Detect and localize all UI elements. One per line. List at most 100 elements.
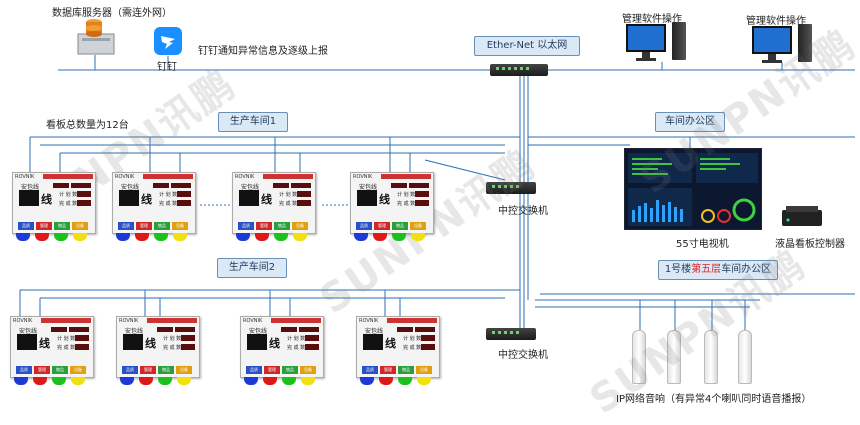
board-done-digits xyxy=(305,344,319,350)
board-line-char: 线 xyxy=(269,337,280,350)
board-button-1[interactable]: 品质 xyxy=(16,366,32,374)
board-line-char: 线 xyxy=(141,193,152,206)
board-button-1[interactable]: 品质 xyxy=(18,222,34,230)
board-button-4[interactable]: 设备 xyxy=(292,222,308,230)
dingtalk-note: 钉钉通知异常信息及逐级上报 xyxy=(198,46,328,57)
board-button-1[interactable]: 品质 xyxy=(362,366,378,374)
board-button-2[interactable]: 管理 xyxy=(34,366,50,374)
board-button-3[interactable]: 物品 xyxy=(392,222,408,230)
board-done-digits xyxy=(177,200,191,206)
board-line-name: 安包线 xyxy=(359,184,378,191)
board-line-name: 安包线 xyxy=(121,184,140,191)
board-button-3[interactable]: 物品 xyxy=(158,366,174,374)
board-line-char: 线 xyxy=(385,337,396,350)
board-button-3[interactable]: 物品 xyxy=(154,222,170,230)
board-button-3[interactable]: 物品 xyxy=(274,222,290,230)
andon-lamp-icon xyxy=(116,233,130,241)
core-switch-icon xyxy=(490,64,548,76)
board-brand: ROVNIK xyxy=(235,174,255,180)
workshop1-switch-icon xyxy=(486,182,536,194)
dingtalk-icon xyxy=(154,27,182,55)
mgmt-label-2: 管理软件操作 xyxy=(746,16,806,27)
board-digit-small xyxy=(171,183,191,188)
board-button-3[interactable]: 物品 xyxy=(52,366,68,374)
ethernet-label: Ether-Net 以太网 xyxy=(486,40,568,51)
board-button-3[interactable]: 物品 xyxy=(282,366,298,374)
board-digit-small xyxy=(273,183,289,188)
board-button-4[interactable]: 设备 xyxy=(416,366,432,374)
board-brand: ROVNIK xyxy=(359,318,379,324)
board-button-2[interactable]: 管理 xyxy=(36,222,52,230)
board-line-name: 安包线 xyxy=(19,328,38,335)
board-button-row: 品质管理物品设备 xyxy=(16,366,88,374)
andon-lamp-icon xyxy=(398,377,412,385)
board-button-3[interactable]: 物品 xyxy=(54,222,70,230)
andon-lamp-icon xyxy=(282,377,296,385)
board-button-4[interactable]: 设备 xyxy=(172,222,188,230)
dingtalk-label: 钉钉 xyxy=(157,62,177,73)
workshop2-label: 生产车间2 xyxy=(228,262,276,273)
board-done-digits xyxy=(415,200,429,206)
workshop1-switch-label: 中控交换机 xyxy=(498,206,548,217)
board-button-4[interactable]: 设备 xyxy=(410,222,426,230)
board-metric-done: 完 成 数 xyxy=(59,201,78,207)
board-button-1[interactable]: 品质 xyxy=(238,222,254,230)
board-count-label: 看板总数量为12台 xyxy=(46,120,129,131)
board-button-4[interactable]: 设备 xyxy=(176,366,192,374)
speaker-3-icon xyxy=(704,330,718,384)
board-digit-small xyxy=(51,327,67,332)
board-digit-small xyxy=(409,183,429,188)
board-button-4[interactable]: 设备 xyxy=(300,366,316,374)
board-plan-digits xyxy=(77,191,91,197)
board-header-strip xyxy=(41,318,91,323)
board-button-2[interactable]: 管理 xyxy=(380,366,396,374)
andon-lamp-icon xyxy=(360,377,374,385)
andon-lamp-icon xyxy=(73,233,87,241)
board-metric-plan: 计 划 数 xyxy=(403,336,422,342)
board-button-2[interactable]: 管理 xyxy=(136,222,152,230)
andon-lamp-icon xyxy=(354,233,368,241)
board-plan-digits xyxy=(177,191,191,197)
board-digit-small xyxy=(157,327,173,332)
andon-lamp-icon xyxy=(373,233,387,241)
workshop2-switch-label: 中控交换机 xyxy=(498,350,548,361)
andon-lamp-icon xyxy=(417,377,431,385)
board-header-strip xyxy=(43,174,93,179)
speaker-1-icon xyxy=(632,330,646,384)
board-header-strip xyxy=(143,174,193,179)
andon-lamp-icon xyxy=(173,233,187,241)
andon-lamp-icon xyxy=(379,377,393,385)
board-button-2[interactable]: 管理 xyxy=(256,222,272,230)
board-big-digit xyxy=(19,190,39,206)
board-button-2[interactable]: 管理 xyxy=(264,366,280,374)
board-metric-plan: 计 划 数 xyxy=(57,336,76,342)
board-plan-digits xyxy=(421,335,435,341)
board-metric-plan: 计 划 数 xyxy=(397,192,416,198)
board-big-digit xyxy=(357,190,377,206)
board-button-4[interactable]: 设备 xyxy=(70,366,86,374)
board-digit-small xyxy=(281,327,297,332)
board-button-1[interactable]: 品质 xyxy=(122,366,138,374)
board-button-2[interactable]: 管理 xyxy=(140,366,156,374)
board-button-3[interactable]: 物品 xyxy=(398,366,414,374)
office2-highlight: 第五层 xyxy=(691,264,722,275)
board-big-digit xyxy=(363,334,383,350)
board-plan-digits xyxy=(181,335,195,341)
board-button-4[interactable]: 设备 xyxy=(72,222,88,230)
board-digit-small xyxy=(175,327,195,332)
andon-lamp-icon xyxy=(71,377,85,385)
board-button-1[interactable]: 品质 xyxy=(356,222,372,230)
board-digit-small xyxy=(291,183,311,188)
board-line-char: 线 xyxy=(379,193,390,206)
board-button-1[interactable]: 品质 xyxy=(246,366,262,374)
andon-lamp-icon xyxy=(35,233,49,241)
workshop2-switch-icon xyxy=(486,328,536,340)
board-metric-done: 完 成 数 xyxy=(397,201,416,207)
board-button-2[interactable]: 管理 xyxy=(374,222,390,230)
board-button-1[interactable]: 品质 xyxy=(118,222,134,230)
andon-lamp-icon xyxy=(392,233,406,241)
board-plan-digits xyxy=(305,335,319,341)
board-brand: ROVNIK xyxy=(243,318,263,324)
